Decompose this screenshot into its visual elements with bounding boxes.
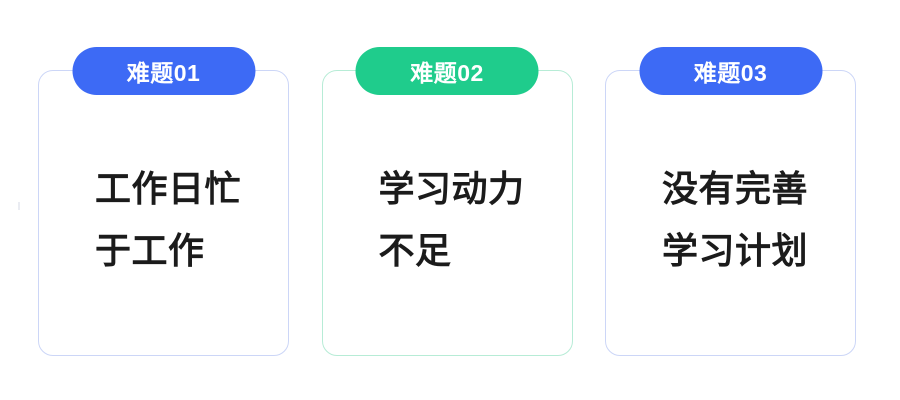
problem-card-3-body: 没有完善 学习计划 [662,168,809,271]
problem-card-2[interactable]: 难题02 学习动力 不足 [321,47,573,356]
problem-card-3[interactable]: 难题03 没有完善 学习计划 [605,47,856,356]
problem-card-1[interactable]: 难题01 工作日忙 于工作 [38,47,289,356]
problem-card-1-body: 工作日忙 于工作 [95,168,242,271]
problem-card-3-badge[interactable]: 难题03 [639,47,822,95]
problem-card-row: 难题01 工作日忙 于工作 难题02 学习动力 不足 难题03 没有完善 学习计… [38,47,856,356]
problem-card-2-badge[interactable]: 难题02 [355,47,539,95]
problem-card-1-badge[interactable]: 难题01 [72,47,255,95]
problem-card-2-body: 学习动力 不足 [378,168,525,271]
stray-mark [18,202,20,210]
